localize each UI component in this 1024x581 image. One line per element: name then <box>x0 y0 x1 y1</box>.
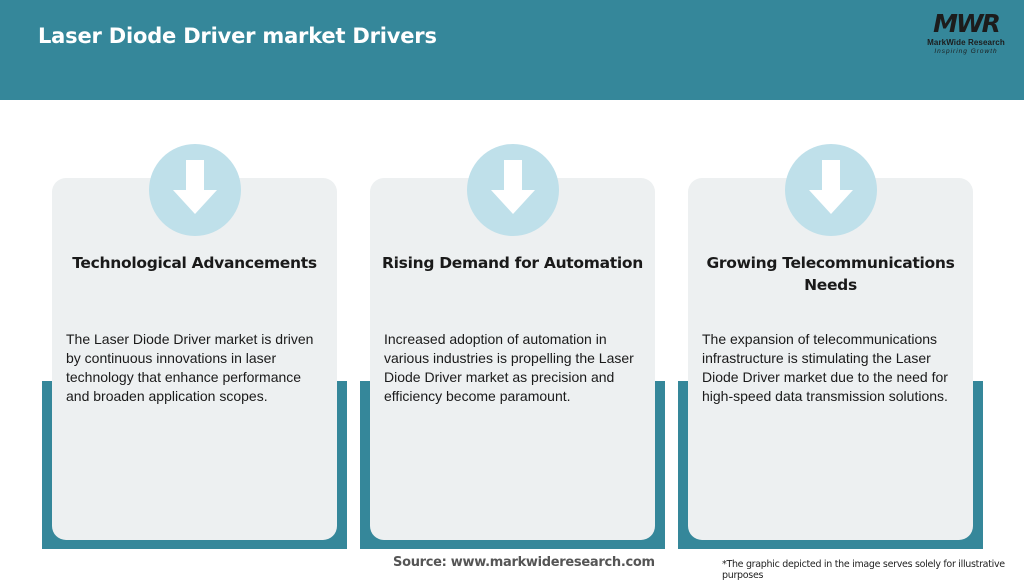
logo-tagline: Inspiring Growth <box>934 48 998 55</box>
card-title: Technological Advancements <box>72 254 317 272</box>
card-title: Rising Demand for Automation <box>382 254 643 272</box>
down-arrow-icon <box>173 160 217 214</box>
icon-circle <box>149 144 241 236</box>
page-title: Laser Diode Driver market Drivers <box>38 24 437 48</box>
card-description: Increased adoption of automation in vari… <box>384 331 634 404</box>
disclaimer-note: *The graphic depicted in the image serve… <box>722 559 1005 581</box>
card-panel: Growing Telecommunications Needs The exp… <box>688 144 973 540</box>
source-credit: Source: www.markwideresearch.com <box>393 555 655 570</box>
icon-circle <box>467 144 559 236</box>
logo-name: MarkWide Research <box>927 38 1005 47</box>
card-panel: Rising Demand for Automation Increased a… <box>370 144 655 540</box>
markwide-logo: MWR MarkWide Research Inspiring Growth <box>920 10 1012 60</box>
down-arrow-icon <box>809 160 853 214</box>
driver-card-2: Rising Demand for Automation Increased a… <box>360 144 665 549</box>
card-description: The expansion of telecommunications infr… <box>702 331 948 404</box>
card-title: Growing Telecommunications Needs <box>706 254 955 294</box>
header-banner: Laser Diode Driver market Drivers MWR Ma… <box>0 0 1024 100</box>
driver-card-1: Technological Advancements The Laser Dio… <box>42 144 347 549</box>
down-arrow-icon <box>491 160 535 214</box>
card-panel: Technological Advancements The Laser Dio… <box>52 144 337 540</box>
icon-circle <box>785 144 877 236</box>
driver-card-3: Growing Telecommunications Needs The exp… <box>678 144 983 549</box>
logo-mark: MWR <box>933 9 1001 38</box>
card-description: The Laser Diode Driver market is driven … <box>66 331 314 404</box>
